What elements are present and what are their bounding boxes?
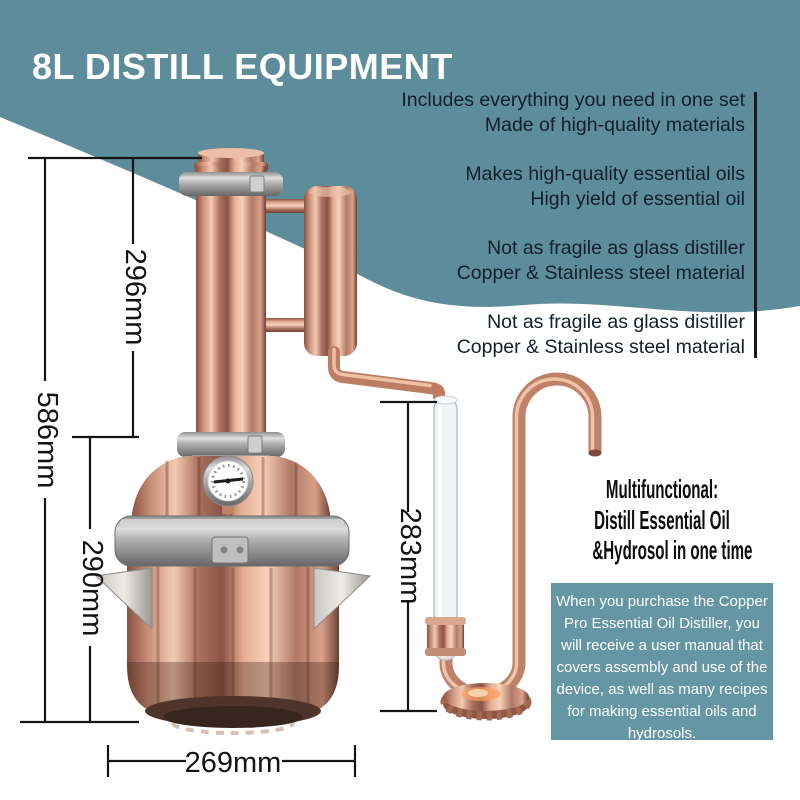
handle-right bbox=[313, 567, 372, 631]
header-wave-background bbox=[0, 0, 800, 313]
clamp-band-highlight bbox=[120, 519, 344, 528]
dimension-label-base-width: 269mm bbox=[185, 747, 282, 779]
sleeve-flange-top bbox=[425, 617, 466, 625]
column-cap-highlight bbox=[198, 148, 264, 158]
feature-line: Copper & Stainless steel material bbox=[456, 335, 745, 358]
thermometer-ticks bbox=[211, 464, 245, 498]
feature-group-4: Not as fragile as glass distiller Copper… bbox=[401, 310, 745, 359]
top-clamp bbox=[179, 172, 283, 196]
dimension-label-column-height: 296mm bbox=[119, 249, 151, 346]
column-body bbox=[196, 166, 266, 452]
pipe-base-notches bbox=[440, 683, 532, 721]
bottom-clamp bbox=[177, 432, 285, 457]
condenser-column bbox=[304, 186, 357, 356]
dimension-lines bbox=[20, 156, 437, 777]
multifunctional-block: Multifunctional: Distill Essential Oil &… bbox=[592, 474, 753, 566]
condenser-top-highlight bbox=[309, 187, 351, 197]
feature-group-3: Not as fragile as glass distiller Copper… bbox=[401, 236, 745, 285]
feature-group-2: Makes high-quality essential oils High y… bbox=[401, 162, 745, 211]
base-glow-core bbox=[468, 689, 488, 697]
feature-group-1: Includes everything you need in one set … bbox=[401, 88, 745, 137]
feature-line: Not as fragile as glass distiller bbox=[487, 237, 745, 259]
distiller-illustration bbox=[94, 148, 602, 735]
latch-bolt-1 bbox=[220, 546, 228, 554]
thermometer bbox=[202, 455, 254, 514]
feature-line: Includes everything you need in one set bbox=[401, 89, 745, 111]
hook-pipe-assembly bbox=[439, 372, 602, 721]
feature-line: Copper & Stainless steel material bbox=[456, 261, 745, 284]
tube-copper-sleeve bbox=[427, 618, 464, 656]
connector-pipe-bottom bbox=[260, 318, 308, 332]
dimension-labels: 296mm 586mm 290mm 283mm 269mm bbox=[31, 249, 426, 779]
feature-line: High yield of essential oil bbox=[530, 187, 745, 210]
dimension-label-pot-height: 290mm bbox=[76, 540, 108, 637]
pot-ribs bbox=[156, 566, 310, 713]
bottom-clamp-bolt bbox=[247, 435, 263, 454]
top-clamp-bolt bbox=[249, 175, 265, 193]
feature-line: Makes high-quality essential oils bbox=[465, 163, 745, 185]
feature-list: Includes everything you need in one set … bbox=[401, 88, 745, 359]
page-title: 8L DISTILL EQUIPMENT bbox=[32, 46, 453, 88]
glass-tube-highlight bbox=[438, 404, 442, 652]
latch-bolt-2 bbox=[236, 546, 244, 554]
connector-pipe-top bbox=[260, 199, 308, 213]
glass-tube-assembly bbox=[425, 395, 466, 661]
pot-assembly bbox=[94, 515, 372, 735]
multifunctional-heading: Multifunctional: bbox=[605, 474, 719, 504]
dimension-label-total-height: 586mm bbox=[31, 392, 63, 489]
feature-line: Made of high-quality materials bbox=[484, 113, 745, 136]
main-column-assembly bbox=[177, 148, 285, 476]
multifunctional-line-3: &Hydrosol in one time bbox=[592, 535, 753, 565]
pot-foot-vents bbox=[171, 722, 295, 735]
outlet-pipe-highlight bbox=[332, 347, 432, 388]
glass-tube-mouth bbox=[433, 395, 458, 405]
line-tube-height bbox=[380, 400, 437, 713]
thermometer-hub bbox=[225, 478, 231, 484]
multifunctional-line-2: Distill Essential Oil bbox=[594, 504, 730, 535]
condenser-assembly bbox=[260, 186, 445, 403]
purchase-info-box: When you purchase the Copper Pro Essenti… bbox=[551, 583, 773, 742]
feature-line: Not as fragile as glass distiller bbox=[487, 311, 745, 333]
pot-foot bbox=[163, 706, 303, 728]
feature-divider-rule bbox=[754, 92, 757, 358]
handle-left bbox=[94, 567, 153, 631]
line-base-width bbox=[106, 745, 357, 777]
sleeve-flange-bottom bbox=[425, 648, 466, 656]
clamp-band-latch bbox=[211, 536, 249, 564]
hook-pipe-end-cap bbox=[588, 449, 602, 457]
dimension-label-tube-height: 283mm bbox=[394, 508, 426, 605]
pot-body bbox=[127, 545, 339, 716]
